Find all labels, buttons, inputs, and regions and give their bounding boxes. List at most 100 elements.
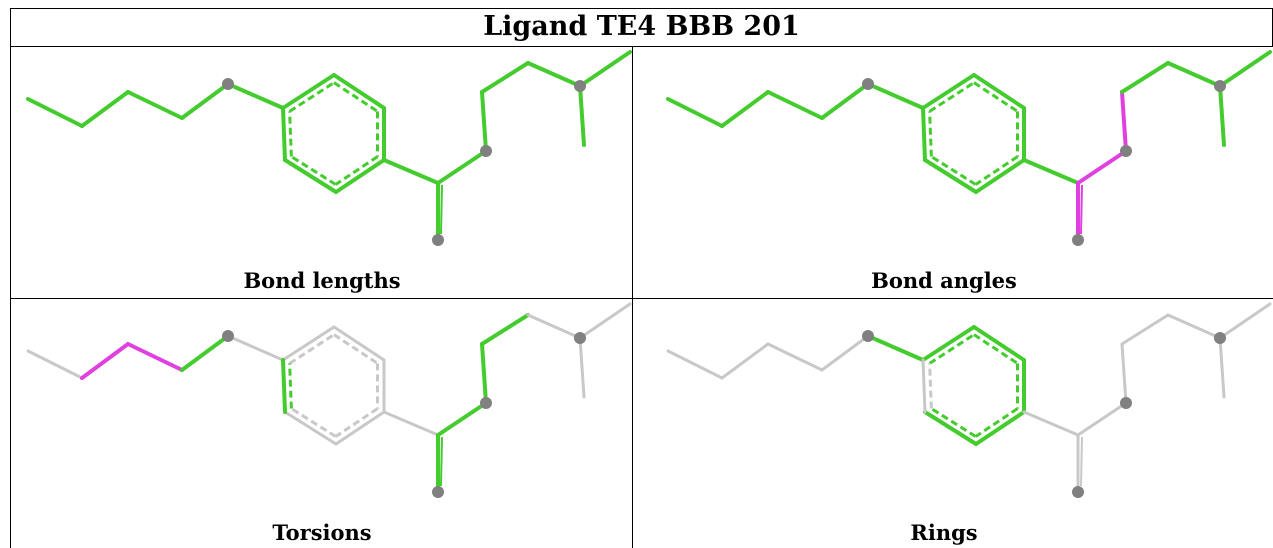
atom-sphere	[1120, 397, 1132, 409]
aromatic-bond	[288, 81, 335, 113]
bond	[480, 342, 488, 405]
molecule-panel-3	[26, 302, 632, 498]
atom-sphere	[574, 80, 586, 92]
bond	[480, 313, 530, 346]
bond	[921, 73, 976, 110]
bond	[1076, 149, 1128, 185]
atom-sphere	[1072, 486, 1084, 498]
bond	[1120, 313, 1170, 346]
bond	[578, 84, 586, 147]
bond	[180, 334, 230, 372]
bond	[126, 90, 184, 120]
bond	[526, 61, 582, 88]
bond	[1120, 90, 1128, 153]
aromatic-bond	[334, 155, 379, 186]
molecule-panel-2	[666, 50, 1272, 246]
atom-sphere	[1072, 234, 1084, 246]
bond	[923, 410, 978, 446]
bond	[480, 61, 530, 94]
bond	[334, 158, 386, 194]
aromatic-bond	[928, 333, 975, 365]
bond	[1218, 84, 1226, 147]
atom-sphere	[1214, 80, 1226, 92]
caption-rings: Rings	[910, 520, 978, 545]
bond	[766, 90, 824, 120]
bond	[1218, 336, 1226, 399]
double-bond	[440, 184, 443, 235]
bond	[436, 401, 488, 437]
bond	[26, 97, 84, 128]
bond	[921, 358, 927, 414]
double-bond	[1080, 184, 1083, 235]
bond	[1120, 61, 1170, 94]
bond	[526, 313, 582, 340]
bond	[1022, 410, 1080, 437]
atom-sphere	[222, 78, 234, 90]
bond	[80, 90, 130, 128]
bond	[923, 158, 978, 194]
aromatic-bond	[974, 155, 1019, 186]
bond	[334, 410, 386, 446]
bond	[283, 158, 338, 194]
double-bond	[1080, 436, 1083, 487]
atom-sphere	[432, 486, 444, 498]
bond	[281, 106, 287, 162]
bond	[666, 97, 724, 128]
caption-bond-angles: Bond angles	[871, 268, 1017, 293]
bond	[332, 73, 386, 110]
atom-sphere	[432, 234, 444, 246]
aromatic-bond	[973, 81, 1019, 113]
atom-sphere	[1120, 145, 1132, 157]
aromatic-bond	[290, 407, 337, 438]
atom-sphere	[480, 397, 492, 409]
bond	[720, 90, 770, 128]
bond	[226, 82, 285, 110]
aromatic-bond	[928, 111, 933, 157]
bond	[180, 82, 230, 120]
figure-title: Ligand TE4 BBB 201	[483, 11, 800, 42]
bond	[126, 342, 184, 372]
bond	[866, 82, 925, 110]
aromatic-bond	[288, 111, 293, 157]
bond	[820, 334, 870, 372]
aromatic-bond	[288, 363, 293, 409]
bond	[1076, 401, 1128, 437]
atom-sphere	[862, 330, 874, 342]
aromatic-bond	[290, 155, 337, 186]
bond	[1218, 50, 1272, 88]
bond	[972, 73, 1026, 110]
bond	[578, 302, 632, 340]
double-bond	[440, 436, 443, 487]
atom-sphere	[222, 330, 234, 342]
bond	[972, 325, 1026, 362]
caption-bond-lengths: Bond lengths	[243, 268, 401, 293]
aromatic-bond	[930, 155, 977, 186]
bond	[80, 342, 130, 380]
bond	[921, 325, 976, 362]
bond	[974, 410, 1026, 446]
bond	[332, 325, 386, 362]
aromatic-bond	[333, 81, 379, 113]
bond	[1166, 61, 1222, 88]
aromatic-bond	[288, 333, 335, 365]
bond	[281, 73, 336, 110]
bond	[283, 410, 338, 446]
atom-sphere	[1214, 332, 1226, 344]
bond	[820, 82, 870, 120]
bond	[281, 358, 287, 414]
bond	[578, 336, 586, 399]
bond	[866, 334, 925, 362]
molecule-panel-4	[666, 302, 1272, 498]
bond	[1218, 302, 1272, 340]
bond	[666, 349, 724, 380]
bond	[382, 158, 440, 185]
bond	[382, 410, 440, 437]
aromatic-bond	[973, 333, 1019, 365]
atom-sphere	[862, 78, 874, 90]
bond	[480, 90, 488, 153]
atom-sphere	[574, 332, 586, 344]
aromatic-bond	[930, 407, 977, 438]
bond	[720, 342, 770, 380]
